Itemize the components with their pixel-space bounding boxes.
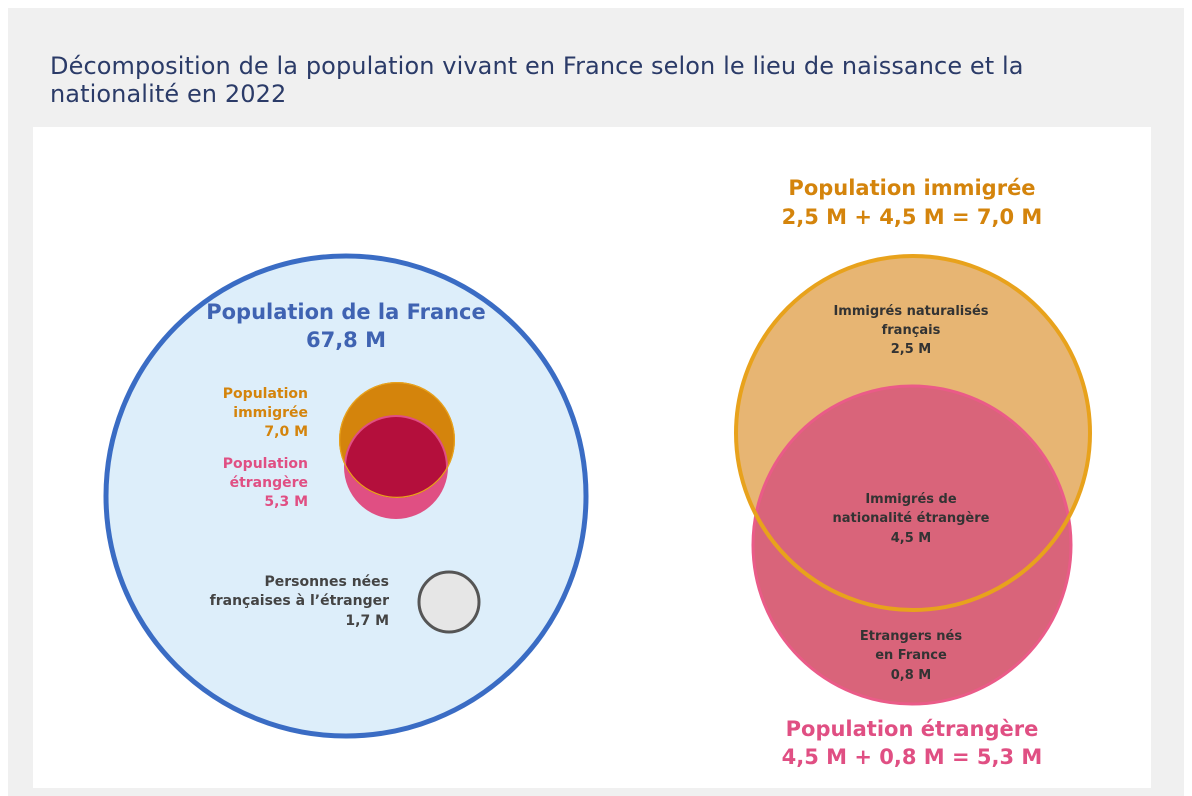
- nees-etranger-line2: françaises à l’étranger: [210, 593, 389, 609]
- nees-etranger-value: 1,7 M: [345, 613, 389, 629]
- immigree-small-line1: Population: [223, 386, 308, 402]
- immigree-large-outline: [734, 254, 1092, 612]
- etrangere-small-line2: étrangère: [230, 475, 308, 491]
- immigree-small-line2: immigrée: [233, 405, 308, 421]
- france-population-label: Population de la France: [206, 300, 486, 324]
- naturalises-line1: Immigrés naturalisés: [833, 304, 988, 319]
- nees-etranger-line1: Personnes nées: [264, 574, 389, 590]
- nationalite-etrangere-value: 4,5 M: [891, 531, 932, 546]
- etrangers-nes-line2: en France: [875, 648, 947, 663]
- etrangere-footer-equation: 4,5 M + 0,8 M = 5,3 M: [782, 745, 1043, 769]
- immigree-header-equation: 2,5 M + 4,5 M = 7,0 M: [782, 205, 1043, 229]
- nationalite-etrangere-line2: nationalité étrangère: [833, 511, 990, 526]
- nees-etranger-circle: [417, 570, 481, 634]
- etrangere-large-circle: [751, 384, 1073, 706]
- naturalises-line2: français: [882, 323, 941, 338]
- immigree-header-label: Population immigrée: [788, 176, 1035, 200]
- nationalite-etrangere-line1: Immigrés de: [865, 492, 956, 507]
- france-population-value: 67,8 M: [306, 328, 386, 352]
- etrangere-small-value: 5,3 M: [264, 494, 308, 510]
- page-title: Décomposition de la population vivant en…: [50, 52, 1024, 108]
- immigree-small-value: 7,0 M: [264, 424, 308, 440]
- etrangers-nes-value: 0,8 M: [891, 668, 932, 683]
- naturalises-value: 2,5 M: [891, 342, 932, 357]
- etrangere-small-line1: Population: [223, 456, 308, 472]
- etrangere-footer-label: Population étrangère: [786, 717, 1039, 741]
- etrangers-nes-line1: Etrangers nés: [860, 629, 962, 644]
